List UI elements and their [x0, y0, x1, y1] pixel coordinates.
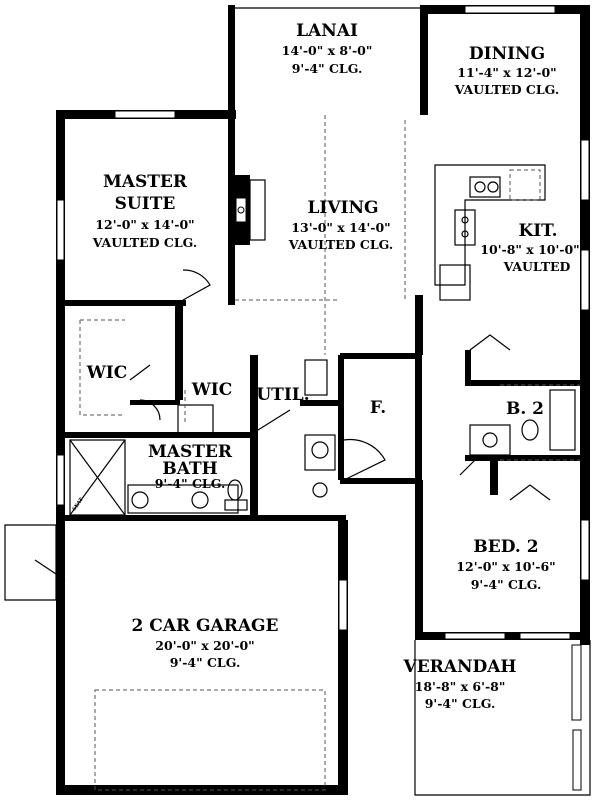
room-labels: LANAI 14'-0" x 8'-0" 9'-4" CLG. DINING 1…	[71, 21, 579, 711]
garage-door	[94, 689, 326, 791]
living-dim: 13'-0" x 14'-0"	[291, 220, 390, 235]
verandah-name: VERANDAH	[403, 657, 517, 677]
living-clg: VAULTED CLG.	[288, 237, 393, 252]
master-suite-clg: VAULTED CLG.	[92, 235, 197, 250]
bed2-clg: 9'-4" CLG.	[471, 577, 542, 592]
kit-clg: VAULTED	[503, 259, 571, 274]
seat-label: SEAT	[71, 496, 85, 512]
closet-shelves	[79, 319, 580, 461]
master-suite-name1: MASTER	[103, 172, 188, 192]
master-bath-fixtures	[69, 404, 248, 516]
lanai-name: LANAI	[296, 21, 358, 41]
verandah-dim: 18'-8" x 6'-8"	[415, 679, 506, 694]
lanai-dim: 14'-0" x 8'-0"	[282, 43, 373, 58]
dining-clg: VAULTED CLG.	[454, 82, 559, 97]
kit-name: KIT.	[518, 221, 557, 241]
garage-clg: 9'-4" CLG.	[170, 655, 241, 670]
windows	[56, 5, 590, 640]
master-suite-dim: 12'-0" x 14'-0"	[95, 217, 194, 232]
bath2-fixtures	[469, 389, 576, 456]
verandah-clg: 9'-4" CLG.	[425, 696, 496, 711]
wic1-name: WIC	[86, 363, 128, 383]
living-name: LIVING	[307, 198, 378, 218]
dining-name: DINING	[469, 44, 545, 64]
verandah-outline	[414, 640, 591, 796]
garage-name: 2 CAR GARAGE	[131, 616, 278, 636]
dining-dim: 11'-4" x 12'-0"	[457, 65, 556, 80]
bath2-name: B. 2	[506, 399, 544, 419]
master-bath-name2: BATH	[162, 459, 217, 479]
master-suite-name2: SUITE	[115, 194, 176, 214]
kit-dim: 10'-8" x 10'-0"	[480, 242, 579, 257]
kitchen-counters	[434, 164, 546, 301]
bed2-name: BED. 2	[473, 537, 538, 557]
master-bath-name1: MASTER	[148, 442, 233, 462]
utility-fixtures	[304, 359, 336, 498]
fireplace	[232, 175, 266, 245]
beam-lines	[235, 115, 406, 355]
wic2-name: WIC	[191, 380, 233, 400]
master-bath-clg: 9'-4" CLG.	[155, 476, 226, 491]
util-name: UTIL.	[256, 385, 309, 405]
lanai-clg: 9'-4" CLG.	[292, 61, 363, 76]
interior-walls	[56, 110, 590, 520]
doors	[4, 269, 551, 601]
garage-dim: 20'-0" x 20'-0"	[155, 638, 254, 653]
bed2-dim: 12'-0" x 10'-6"	[456, 559, 555, 574]
foyer-name: F.	[370, 398, 386, 418]
